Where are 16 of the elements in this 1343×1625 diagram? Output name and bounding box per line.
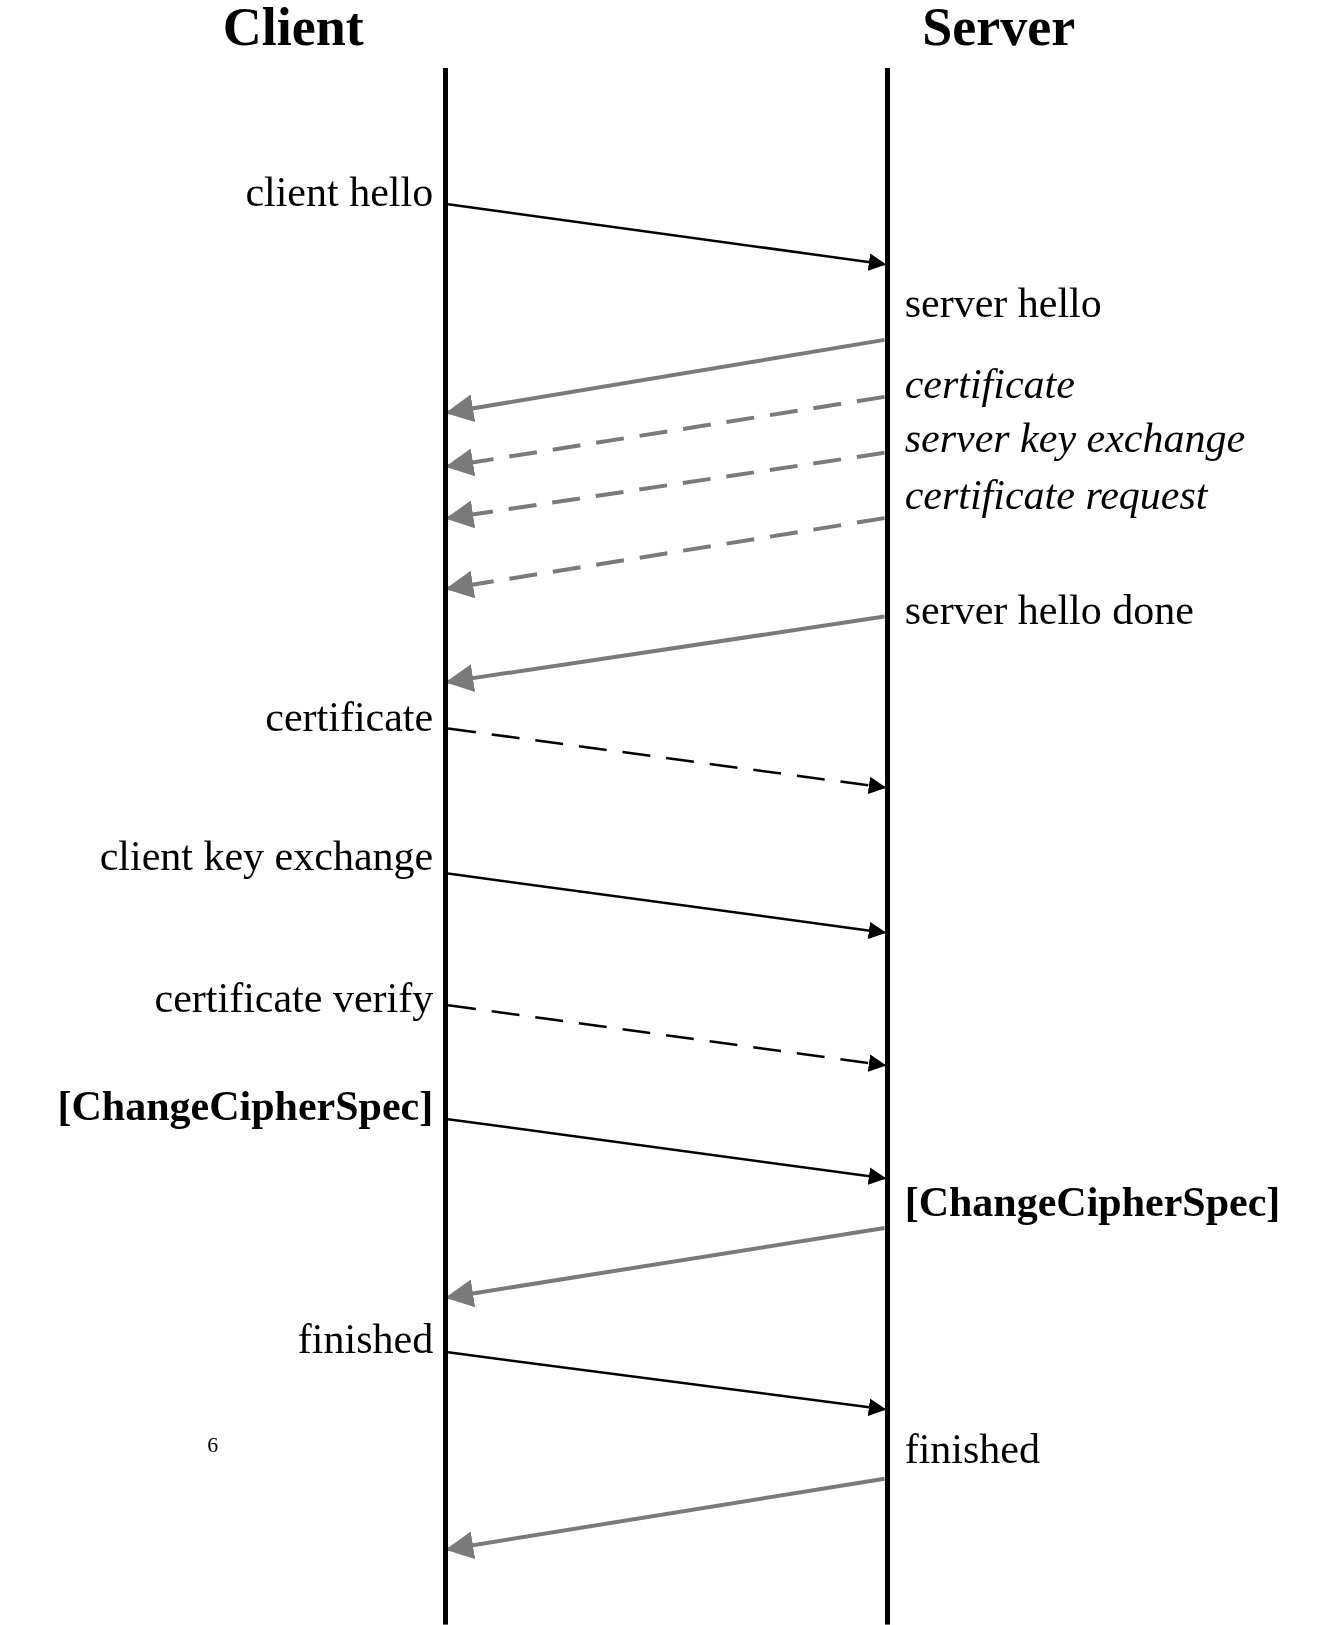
message-label: server key exchange (904, 416, 1246, 459)
message-label: client hello (245, 170, 434, 213)
message-label: [ChangeCipherSpec] (904, 1181, 1281, 1224)
message-label: certificate (904, 362, 1075, 405)
message-label: certificate (265, 696, 434, 739)
message-label: finished (904, 1427, 1040, 1470)
lifeline-heading: Server (922, 0, 1076, 54)
message-label: client key exchange (99, 835, 434, 878)
message-label: certificate verify (154, 977, 434, 1020)
message-label: [ChangeCipherSpec] (57, 1084, 434, 1127)
lifeline-heading: Client (222, 0, 364, 54)
message-label: server hello done (904, 588, 1194, 631)
message-label: server hello (904, 281, 1102, 324)
message-label: certificate request (904, 473, 1208, 516)
page-number: 6 (207, 1434, 219, 1457)
message-label: finished (297, 1318, 434, 1361)
